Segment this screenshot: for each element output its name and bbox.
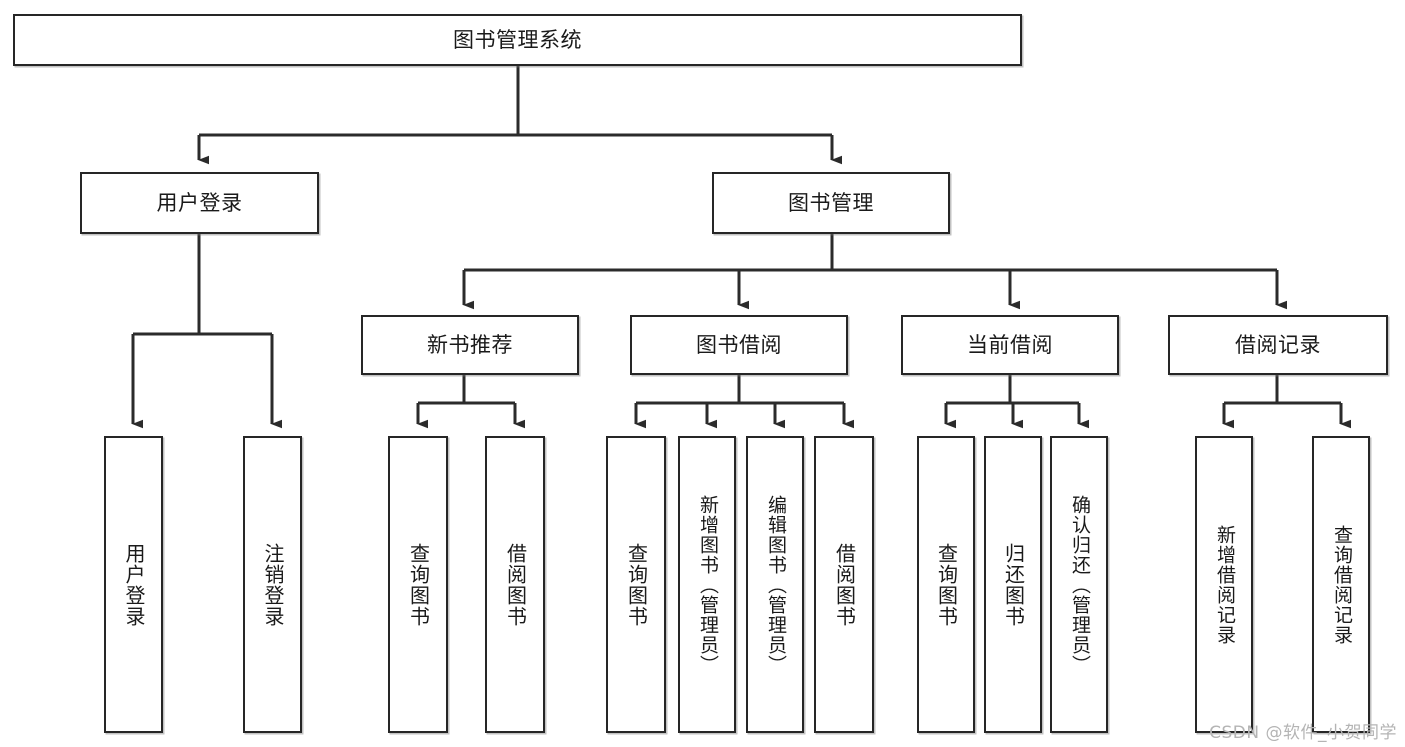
node-leaf-query-book-1[interactable]: 查询图书 — [388, 436, 448, 733]
node-new-book-recommend-label: 新书推荐 — [427, 332, 513, 357]
node-leaf-edit-book[interactable]: 编辑图书（管理员） — [746, 436, 804, 733]
node-book-manage[interactable]: 图书管理 — [712, 172, 950, 234]
node-leaf-query-book-2-label: 查询图书 — [624, 542, 649, 627]
node-leaf-query-record[interactable]: 查询借阅记录 — [1312, 436, 1370, 733]
node-leaf-add-record[interactable]: 新增借阅记录 — [1195, 436, 1253, 733]
node-book-borrow-label: 图书借阅 — [696, 332, 782, 357]
node-leaf-return-book-label: 归还图书 — [1001, 542, 1026, 627]
node-user-login[interactable]: 用户登录 — [80, 172, 319, 234]
node-leaf-user-logout-label: 注销登录 — [261, 542, 285, 627]
node-leaf-borrow-book-1-label: 借阅图书 — [503, 542, 528, 627]
node-root[interactable]: 图书管理系统 — [13, 14, 1022, 66]
node-leaf-query-book-3[interactable]: 查询图书 — [917, 436, 975, 733]
node-leaf-query-book-2[interactable]: 查询图书 — [606, 436, 666, 733]
node-leaf-add-book-label: 新增图书（管理员） — [696, 494, 719, 675]
node-current-borrow[interactable]: 当前借阅 — [901, 315, 1119, 375]
node-leaf-borrow-book-2[interactable]: 借阅图书 — [814, 436, 874, 733]
node-leaf-borrow-book-2-label: 借阅图书 — [832, 542, 857, 627]
node-leaf-confirm-return[interactable]: 确认归还（管理员） — [1050, 436, 1108, 733]
node-leaf-user-login[interactable]: 用户登录 — [104, 436, 163, 733]
node-leaf-query-record-label: 查询借阅记录 — [1330, 524, 1353, 645]
node-leaf-confirm-return-label: 确认归还（管理员） — [1068, 494, 1091, 675]
node-leaf-query-book-1-label: 查询图书 — [406, 542, 431, 627]
node-user-login-label: 用户登录 — [156, 190, 243, 215]
node-leaf-user-logout[interactable]: 注销登录 — [243, 436, 302, 733]
node-current-borrow-label: 当前借阅 — [967, 332, 1053, 357]
node-leaf-add-book[interactable]: 新增图书（管理员） — [678, 436, 736, 733]
node-book-borrow[interactable]: 图书借阅 — [630, 315, 848, 375]
node-root-label: 图书管理系统 — [453, 27, 582, 52]
node-leaf-add-record-label: 新增借阅记录 — [1213, 524, 1236, 645]
node-new-book-recommend[interactable]: 新书推荐 — [361, 315, 579, 375]
node-leaf-borrow-book-1[interactable]: 借阅图书 — [485, 436, 545, 733]
node-leaf-edit-book-label: 编辑图书（管理员） — [764, 494, 787, 675]
node-leaf-user-login-label: 用户登录 — [122, 542, 146, 627]
node-book-manage-label: 图书管理 — [788, 190, 874, 215]
node-leaf-return-book[interactable]: 归还图书 — [984, 436, 1042, 733]
node-borrow-record[interactable]: 借阅记录 — [1168, 315, 1388, 375]
node-borrow-record-label: 借阅记录 — [1235, 332, 1321, 357]
node-leaf-query-book-3-label: 查询图书 — [934, 542, 959, 627]
